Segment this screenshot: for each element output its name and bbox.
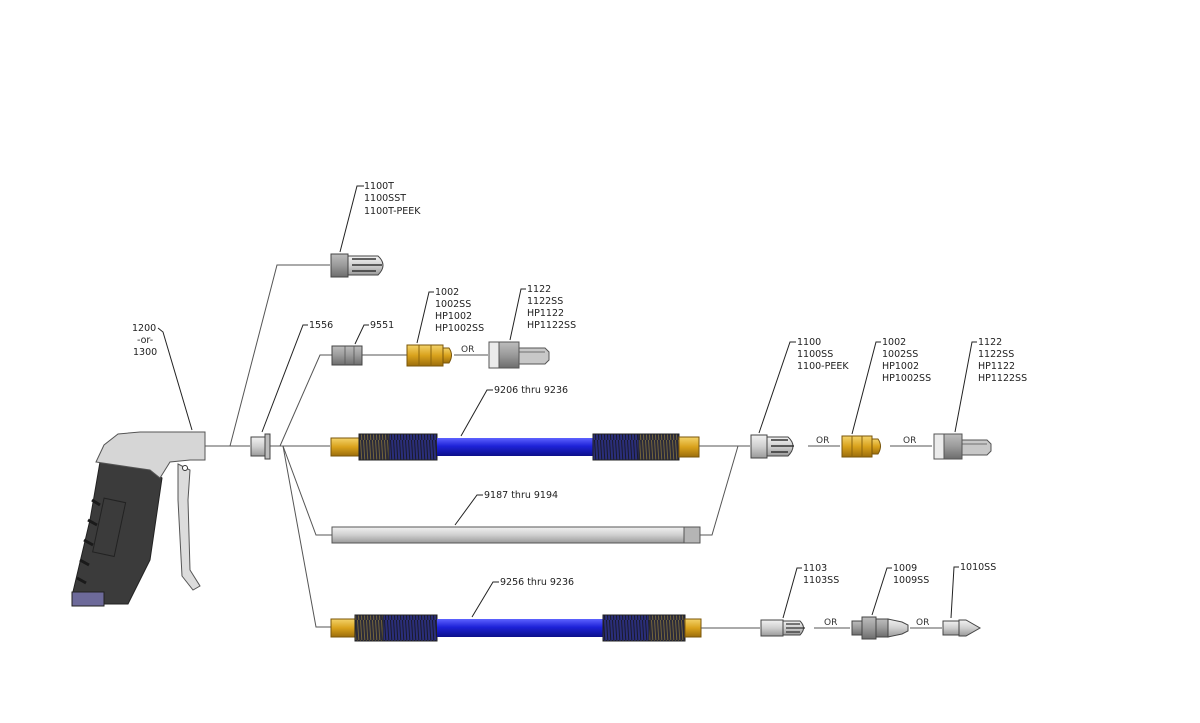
nozzle-1009-labels: 1009 1009SS xyxy=(893,563,929,586)
nozzle-1122-row1-labels: 1122 1122SS HP1122 HP1122SS xyxy=(527,284,576,331)
air-gun xyxy=(71,431,206,607)
nozzle-1103-label-1: 1103 xyxy=(803,563,827,574)
nozzle-1122-label-1: 1122 xyxy=(527,284,551,295)
or-label-row1: OR xyxy=(461,345,474,355)
gun-trigger xyxy=(177,463,201,591)
gun-grip-ridges xyxy=(76,498,101,585)
nozzle-1002-label-2: 1002SS xyxy=(435,299,471,310)
nozzle-1010ss xyxy=(942,619,982,637)
nozzle-1100t-leader xyxy=(339,185,364,253)
nozzle-1122-label-2: 1122SS xyxy=(527,296,563,307)
nozzle-1100-label-2: 1100SS xyxy=(797,349,833,360)
or-label-low-1: OR xyxy=(824,618,837,628)
nozzle-1002-mid-label-2: 1002SS xyxy=(882,349,918,360)
lower-hose-leader xyxy=(471,581,499,618)
nozzle-1122-mid-leader xyxy=(954,341,977,433)
upper-hose-leader xyxy=(460,389,493,437)
nozzle-1100-label-3: 1100-PEEK xyxy=(797,361,849,372)
nozzle-1010ss-leader xyxy=(950,566,959,619)
nozzle-1100t-label-1: 1100T xyxy=(364,181,394,192)
fan-to-coupler-9551 xyxy=(279,354,332,447)
nozzle-1100-label-1: 1100 xyxy=(797,337,821,348)
nozzle-1002-row1-leader xyxy=(416,291,434,344)
nozzle-1009-leader xyxy=(871,567,892,616)
nozzle-1100t xyxy=(330,253,384,278)
nozzle-1002-mid xyxy=(841,435,881,458)
lower-flex-hose xyxy=(330,614,702,642)
upper-hose-label: 9206 thru 9236 xyxy=(494,385,568,396)
nozzle-1002-row1 xyxy=(406,344,452,367)
nozzle-1100t-label-3: 1100T-PEEK xyxy=(364,206,421,217)
nozzle-1122-row1 xyxy=(488,341,550,369)
coupler-9551 xyxy=(331,345,363,366)
nozzle-1103-labels: 1103 1103SS xyxy=(803,563,839,586)
nozzle-1103 xyxy=(760,619,805,637)
nozzle-1002-mid-label-3: HP1002 xyxy=(882,361,919,372)
nozzle-1103-label-2: 1103SS xyxy=(803,575,839,586)
rigid-ext-to-nozzle xyxy=(700,445,739,536)
nozzle-1122-mid-label-4: HP1122SS xyxy=(978,373,1027,384)
nozzle-1122-row1-leader xyxy=(509,288,526,341)
nozzle-1122-mid-label-2: 1122SS xyxy=(978,349,1014,360)
coupler-9551-leader xyxy=(354,324,369,345)
adapter-1556-leader xyxy=(261,324,308,433)
nozzle-1002-mid-label-1: 1002 xyxy=(882,337,906,348)
or-label-mid-2: OR xyxy=(903,436,916,446)
nozzle-1010ss-label: 1010SS xyxy=(960,562,996,573)
rigid-ext-label: 9187 thru 9194 xyxy=(484,490,558,501)
nozzle-1009 xyxy=(851,616,909,640)
nozzle-1122-mid-label-3: HP1122 xyxy=(978,361,1015,372)
or-label-mid-1: OR xyxy=(816,436,829,446)
gun-label-line-3: 1300 xyxy=(133,347,157,358)
nozzle-1122-label-4: HP1122SS xyxy=(527,320,576,331)
nozzle-1122-mid-labels: 1122 1122SS HP1122 HP1122SS xyxy=(978,337,1027,384)
nozzle-1002-mid-labels: 1002 1002SS HP1002 HP1002SS xyxy=(882,337,931,384)
nozzle-1002-label-4: HP1002SS xyxy=(435,323,484,334)
nozzle-1122-mid-label-1: 1122 xyxy=(978,337,1002,348)
lower-hose-label: 9256 thru 9236 xyxy=(500,577,574,588)
rigid-ext-leader xyxy=(454,494,483,526)
gun-air-inlet-base xyxy=(71,591,105,607)
rigid-extension xyxy=(331,526,701,544)
gun-leader-line xyxy=(157,327,193,431)
nozzle-1009-label-1: 1009 xyxy=(893,563,917,574)
gun-top-body xyxy=(95,431,206,479)
fan-to-rigid-ext xyxy=(282,445,332,536)
nozzle-1100-mid xyxy=(750,434,794,459)
gun-label-line-2: -or- xyxy=(137,335,153,346)
gun-grip-panel xyxy=(92,497,127,558)
nozzle-1002-mid-leader xyxy=(851,341,881,435)
adapter-1556 xyxy=(250,433,271,460)
nozzle-1002-row1-labels: 1002 1002SS HP1002 HP1002SS xyxy=(435,287,484,334)
nozzle-1100-mid-labels: 1100 1100SS 1100-PEEK xyxy=(797,337,849,372)
coupler-9551-label: 9551 xyxy=(370,320,394,331)
adapter-1556-label: 1556 xyxy=(309,320,333,331)
fan-to-top-nozzle xyxy=(229,264,330,447)
nozzle-1002-label-3: HP1002 xyxy=(435,311,472,322)
or-label-low-2: OR xyxy=(916,618,929,628)
gun-label-line-1: 1200 xyxy=(132,323,156,334)
upper-flex-hose xyxy=(330,433,700,461)
nozzle-1100t-label-2: 1100SST xyxy=(364,193,406,204)
nozzle-1002-mid-label-4: HP1002SS xyxy=(882,373,931,384)
nozzle-1122-mid xyxy=(933,433,992,460)
nozzle-1100-mid-leader xyxy=(758,341,796,434)
nozzle-1103-leader xyxy=(782,567,802,619)
nozzle-1009-label-2: 1009SS xyxy=(893,575,929,586)
nozzle-1002-label-1: 1002 xyxy=(435,287,459,298)
fan-to-lower-hose xyxy=(282,445,332,628)
nozzle-1122-label-3: HP1122 xyxy=(527,308,564,319)
